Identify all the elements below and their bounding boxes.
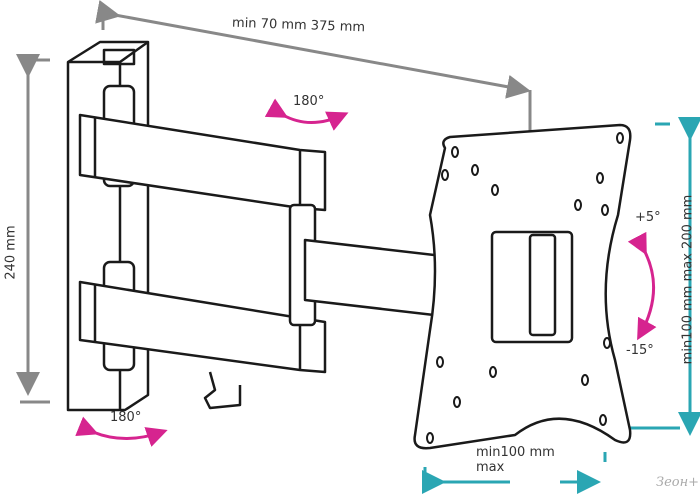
vesa-horizontal-max-label: max xyxy=(476,460,505,475)
center-arm xyxy=(288,203,462,327)
tilt-up-label: +5° xyxy=(635,210,661,225)
vesa-holes xyxy=(426,132,624,444)
height-label: 240 mm xyxy=(3,225,19,280)
tilt-down-label: -15° xyxy=(626,343,654,358)
tilt-arrow xyxy=(627,231,657,341)
vesa-horizontal-dimension xyxy=(422,452,607,494)
vesa-horizontal-min-label: min100 mm xyxy=(476,445,555,460)
swivel-bottom-label: 180° xyxy=(110,410,142,425)
swivel-arrow-bottom xyxy=(75,416,168,447)
upper-arm xyxy=(78,84,327,212)
vesa-vertical-label: min100 mm max 200 mm xyxy=(680,194,696,365)
vesa-plate xyxy=(413,123,632,450)
swivel-arrow-top xyxy=(264,98,349,131)
watermark: Зеон+ xyxy=(656,475,700,490)
height-dimension xyxy=(16,54,50,404)
lower-arm xyxy=(78,260,327,410)
swivel-top-label: 180° xyxy=(293,94,325,109)
